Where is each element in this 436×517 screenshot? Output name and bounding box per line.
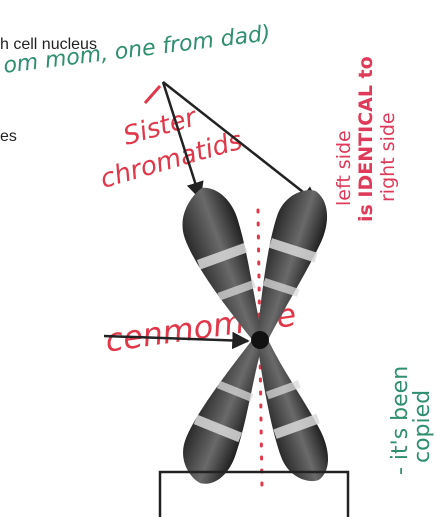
red-pointer-line <box>145 86 160 103</box>
centromere-dot <box>251 331 269 349</box>
arrow-to-centromere <box>104 336 248 341</box>
arrow-to-left-chromatid <box>163 82 200 198</box>
arrow-to-right-chromatid <box>163 82 317 203</box>
